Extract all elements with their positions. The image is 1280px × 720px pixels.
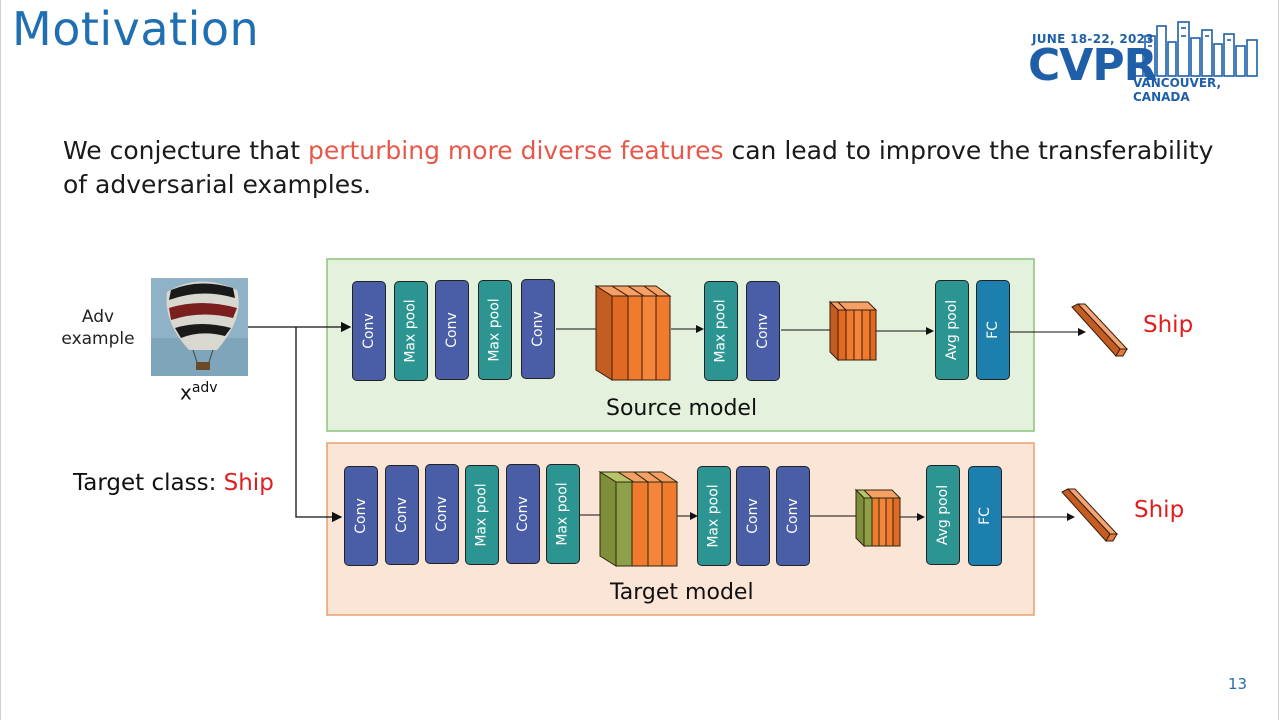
target-layer-label: Conv — [353, 498, 369, 534]
target-layer-label: Max pool — [706, 484, 722, 548]
target-layer-label: FC — [976, 507, 993, 525]
conjecture-before: We conjecture that — [63, 136, 308, 165]
source-layer-conv-2: Conv — [435, 280, 469, 380]
target-layer-label: Conv — [745, 498, 761, 534]
target-layer-label: Max pool — [555, 482, 571, 546]
target-output-vector — [1061, 488, 1119, 542]
target-layer-conv-1: Conv — [344, 466, 378, 566]
x-adv-superscript: adv — [191, 380, 218, 396]
source-layer-label: Max pool — [487, 298, 503, 362]
source-layer-fc: FC — [976, 280, 1010, 380]
logo-location: VANCOUVER, CANADA — [1133, 76, 1222, 104]
slide-number: 13 — [1228, 675, 1248, 693]
target-layer-label: Conv — [515, 496, 531, 532]
target-layer-conv-3: Conv — [425, 464, 459, 564]
target-layer-maxpool-3: Max pool — [697, 466, 731, 566]
target-layer-maxpool-1: Max pool — [465, 465, 499, 565]
source-layer-conv-1: Conv — [352, 281, 386, 381]
slide-title: Motivation — [12, 2, 260, 56]
slide-border-left — [0, 0, 1, 720]
x-adv-base: x — [180, 380, 192, 405]
source-model-label: Source model — [606, 396, 758, 421]
source-layer-conv-3: Conv — [521, 279, 555, 379]
target-model-label: Target model — [610, 580, 754, 605]
target-layer-label: Max pool — [474, 483, 490, 547]
x-adv-symbol: xadv — [180, 380, 218, 405]
logo-date: JUNE 18-22, 2023 — [1032, 32, 1154, 46]
target-class-label: Target class: — [73, 470, 224, 496]
input-connectors — [248, 321, 352, 523]
target-layer-conv-5: Conv — [736, 466, 770, 566]
source-layer-maxpool-3: Max pool — [704, 281, 738, 381]
target-connectors — [580, 512, 1075, 521]
source-layer-label: Avg pool — [944, 299, 961, 361]
conjecture-after: can lead to improve the transferability … — [63, 136, 1214, 199]
source-output-label: Ship — [1143, 312, 1194, 338]
target-layer-conv-2: Conv — [385, 465, 419, 565]
target-layer-fc: FC — [968, 466, 1002, 566]
target-layer-conv-6: Conv — [776, 466, 810, 566]
source-layer-maxpool-1: Max pool — [394, 281, 428, 381]
target-layer-avgpool: Avg pool — [926, 465, 960, 565]
source-layer-label: Conv — [361, 313, 377, 349]
vancouver-skyline-icon — [1133, 21, 1258, 77]
source-layer-label: Conv — [755, 313, 771, 349]
target-layer-label: Conv — [394, 497, 410, 533]
target-layer-maxpool-2: Max pool — [546, 464, 580, 564]
target-layer-conv-4: Conv — [506, 464, 540, 564]
source-layer-label: Conv — [444, 312, 460, 348]
source-layer-label: Max pool — [403, 299, 419, 363]
target-layer-label: Conv — [434, 496, 450, 532]
source-layer-maxpool-2: Max pool — [478, 280, 512, 380]
cvpr-logo: JUNE 18-22, 2023 CVPR VANCOUVER, CANADA — [1028, 16, 1268, 104]
slide-border-right — [1278, 0, 1279, 720]
target-class: Target class: Ship — [73, 470, 274, 496]
target-output-label: Ship — [1134, 497, 1185, 523]
target-class-value: Ship — [223, 470, 274, 496]
source-layer-avgpool: Avg pool — [935, 280, 969, 380]
target-feature-map-large — [598, 471, 679, 567]
hot-air-balloon-image — [151, 278, 248, 376]
source-feature-map-large — [594, 285, 672, 381]
source-layer-label: Max pool — [713, 299, 729, 363]
target-layer-label: Avg pool — [935, 484, 952, 546]
source-layer-label: Conv — [530, 311, 546, 347]
source-layer-label: FC — [984, 321, 1001, 339]
logo-name: CVPR — [1028, 40, 1157, 91]
source-layer-conv-4: Conv — [746, 281, 780, 381]
target-feature-map-small — [854, 488, 902, 548]
source-output-vector — [1071, 303, 1129, 357]
target-layer-label: Conv — [785, 498, 801, 534]
adv-example-label: Adv example — [61, 307, 135, 349]
conjecture-text: We conjecture that perturbing more diver… — [63, 134, 1243, 202]
source-feature-map-small — [828, 300, 878, 362]
source-connectors — [556, 325, 1086, 336]
conjecture-highlight: perturbing more diverse features — [307, 136, 724, 165]
